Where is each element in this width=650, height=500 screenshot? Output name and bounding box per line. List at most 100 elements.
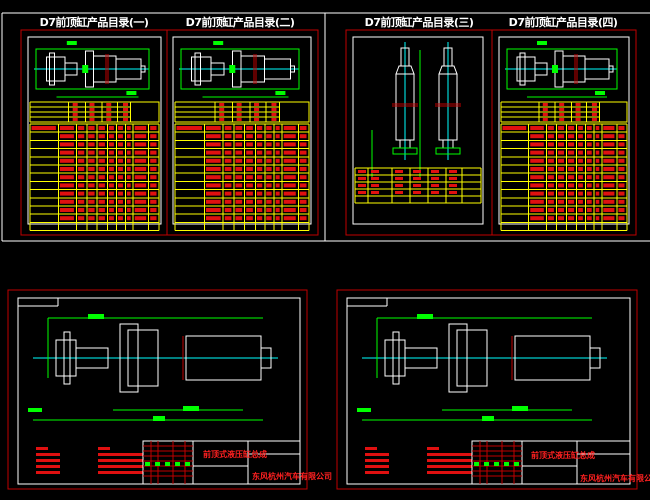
cylinder-barrel <box>456 329 488 387</box>
table-cell <box>134 158 147 163</box>
table-cell <box>299 150 307 155</box>
table-cell <box>547 134 554 139</box>
table-cell <box>236 103 242 106</box>
table-cell <box>595 142 600 147</box>
table-cell <box>578 158 583 163</box>
table-cell <box>106 108 112 111</box>
note-text <box>36 465 60 468</box>
table-cell <box>578 175 583 180</box>
title-block-cell <box>175 462 180 466</box>
table-cell <box>275 126 280 130</box>
table-cell <box>395 177 403 180</box>
table-cell <box>88 191 95 196</box>
table-cell <box>205 158 221 163</box>
sub-sheet-frame <box>352 36 484 225</box>
table-cell <box>126 183 131 188</box>
table-cell <box>413 177 421 180</box>
table-cell <box>108 175 114 180</box>
table-cell <box>89 108 95 111</box>
table-cell <box>108 167 114 171</box>
table-cell <box>126 167 131 171</box>
table-cell <box>98 191 105 196</box>
cylinder-rod <box>64 62 78 76</box>
table-cell <box>275 167 280 171</box>
table-cell <box>246 208 253 212</box>
table-cell <box>547 199 554 204</box>
cylinder-flange <box>194 52 201 86</box>
table-cell <box>205 150 221 155</box>
table-cell <box>603 175 615 180</box>
table-cell <box>224 142 232 147</box>
table-cell <box>117 183 123 188</box>
table-cell <box>586 126 592 130</box>
table-cell <box>205 183 221 188</box>
table-cell <box>299 216 307 221</box>
table-cell <box>586 158 592 163</box>
table-cell <box>117 150 123 155</box>
table-cell <box>59 208 74 212</box>
note-text <box>98 465 143 468</box>
table-cell <box>530 183 544 188</box>
table-cell <box>283 126 296 130</box>
table-cell <box>568 175 575 180</box>
table-cell <box>618 175 625 180</box>
table-cell <box>586 199 592 204</box>
table-cell <box>557 134 565 139</box>
table-cell <box>224 199 232 204</box>
table-cell <box>235 142 243 147</box>
table-cell <box>568 199 575 204</box>
table-cell <box>449 191 457 194</box>
table-cell <box>413 170 421 173</box>
table-cell <box>117 158 123 163</box>
table-cell <box>235 126 243 130</box>
table-cell <box>59 216 74 221</box>
table-cell <box>117 167 123 171</box>
table-cell <box>106 103 112 106</box>
table-cell <box>618 158 625 163</box>
title-block-cell <box>145 462 150 466</box>
table-cell <box>134 150 147 155</box>
spec-block <box>598 101 628 123</box>
table-cell <box>603 126 615 130</box>
table-cell <box>59 126 74 130</box>
table-cell <box>77 142 85 147</box>
table-cell <box>266 158 272 163</box>
table-cell <box>595 175 600 180</box>
table-cell <box>150 216 157 221</box>
table-cell <box>98 134 105 139</box>
table-cell <box>557 199 565 204</box>
table-cell <box>256 183 263 188</box>
table-cell <box>59 167 74 171</box>
table-cell <box>134 216 147 221</box>
table-cell <box>77 191 85 196</box>
table-cell <box>117 126 123 130</box>
table-cell <box>88 199 95 204</box>
table-cell <box>547 167 554 171</box>
table-cell <box>530 175 544 180</box>
table-cell <box>586 183 592 188</box>
cylinder-flange <box>63 331 71 385</box>
table-cell <box>595 216 600 221</box>
table-cell <box>123 103 129 106</box>
table-cell <box>557 175 565 180</box>
table-cell <box>224 216 232 221</box>
dimension-label <box>595 91 605 95</box>
sub-sheet-frame <box>498 36 630 225</box>
table-cell <box>256 158 263 163</box>
table-cell <box>413 184 421 187</box>
table-cell <box>117 208 123 212</box>
table-cell <box>371 191 379 194</box>
table-cell <box>618 150 625 155</box>
table-cell <box>413 191 421 194</box>
table-cell <box>557 158 565 163</box>
table-cell <box>254 108 260 111</box>
table-cell <box>246 216 253 221</box>
table-cell <box>126 150 131 155</box>
table-cell <box>108 183 114 188</box>
dimension-box <box>506 48 618 90</box>
dimension-label <box>28 408 42 412</box>
table-cell <box>568 208 575 212</box>
table-cell <box>547 191 554 196</box>
table-cell <box>150 158 157 163</box>
